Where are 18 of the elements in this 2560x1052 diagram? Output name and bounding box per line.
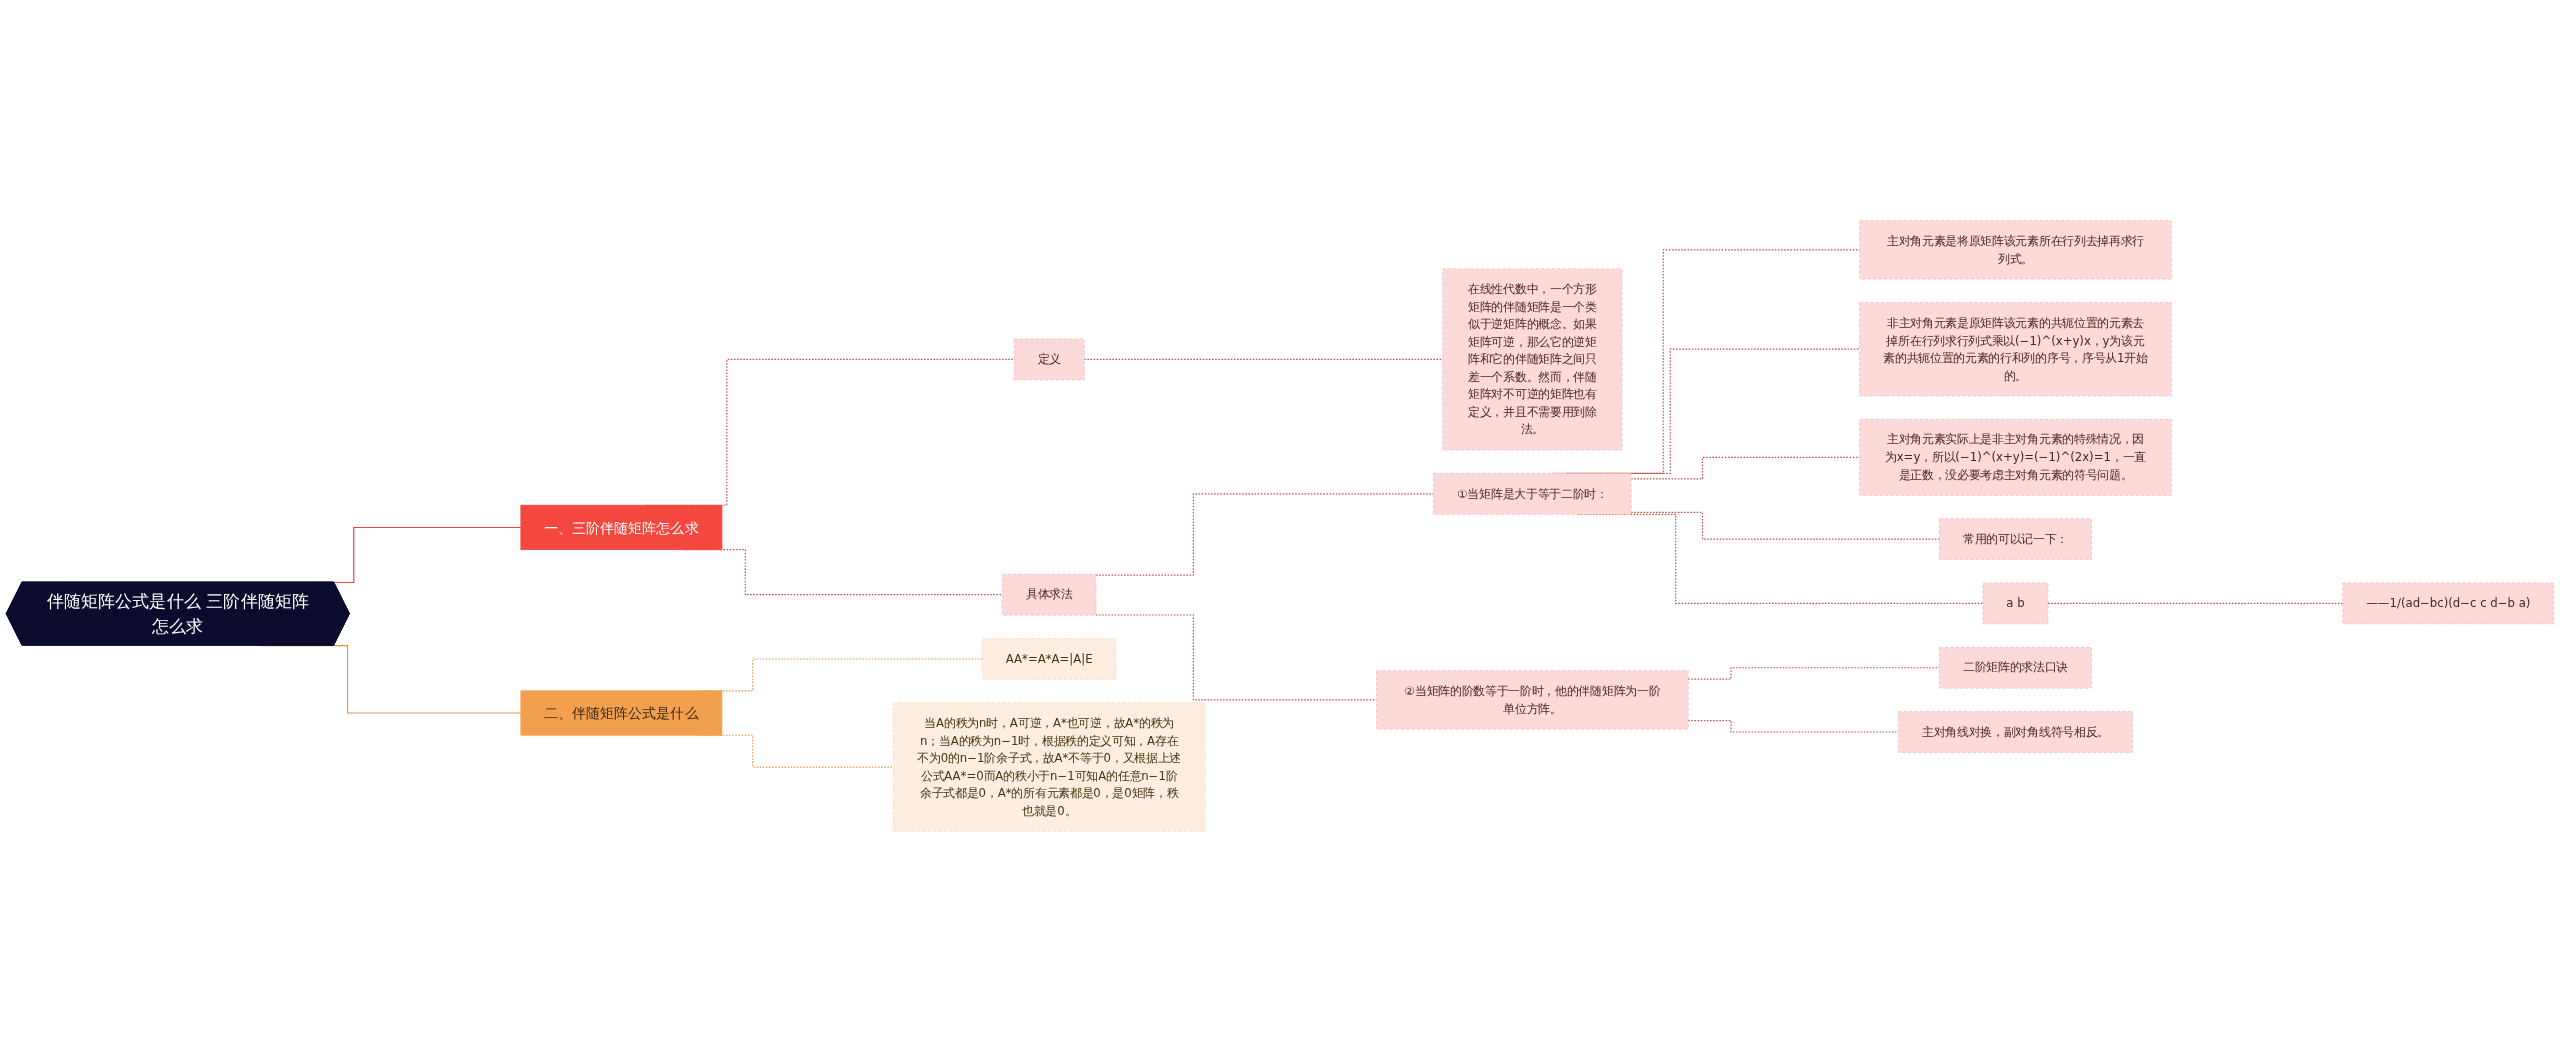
node-box: 主对角线对换，副对角线符号相反。 (1898, 711, 2133, 753)
node-box: a b (1982, 582, 2049, 625)
node-box: AA*=A*A=|A|E (982, 638, 1117, 680)
node-box: 二、伴随矩阵公式是什么 (520, 690, 723, 736)
node-box: 在线性代数中，一个方形矩阵的伴随矩阵是一个类似于逆矩阵的概念。如果矩阵可逆，那么它的逆矩阵和它的伴随矩阵之间只差一个系数。然而，伴随矩阵对不可逆的矩阵也有定义，并且不需要用到除法。 (1442, 268, 1623, 451)
node-box: 常用的可以记一下： (1939, 518, 2092, 560)
node-box: ①当矩阵是大于等于二阶时： (1433, 473, 1632, 515)
node-box: 当A的秩为n时，A可逆，A*也可逆，故A*的秩为n；当A的秩为n−1时，根据秩的定义可知，A存在不为0的n−1阶余子式，故A*不等于0，又根据上述公式AA*=0而A的秩小于n−1可知A的任意n−1阶余子式都是0，A*的所有元素都是0，是0矩阵，秩也就是0。 (892, 702, 1206, 832)
node-box: 具体求法 (1002, 573, 1097, 616)
node-box: 主对角元素是将原矩阵该元素所在行列去掉再求行列式。 (1859, 220, 2172, 280)
node-box: 一、三阶伴随矩阵怎么求 (520, 504, 723, 551)
connector (1095, 614, 1378, 701)
node-box: 非主对角元素是原矩阵该元素的共轭位置的元素去掉所在行列求行列式乘以(−1)^(x+y)x，y为该元素的共轭位置的元素的行和列的序号，序号从1开始的。 (1859, 302, 2172, 397)
node-box: 主对角元素实际上是非主对角元素的特殊情况，因为x=y，所以(−1)^(x+y)=(−1)^(2x)=1，一直是正数，没必要考虑主对角元素的符号问题。 (1859, 418, 2172, 496)
node-box: 二阶矩阵的求法口诀 (1939, 646, 2092, 689)
node-box: ②当矩阵的阶数等于一阶时，他的伴随矩阵为一阶单位方阵。 (1376, 670, 1689, 730)
node-box: ——1/(ad−bc)(d−c c d−b a) (2342, 582, 2555, 625)
node-box: 定义 (1013, 338, 1085, 381)
